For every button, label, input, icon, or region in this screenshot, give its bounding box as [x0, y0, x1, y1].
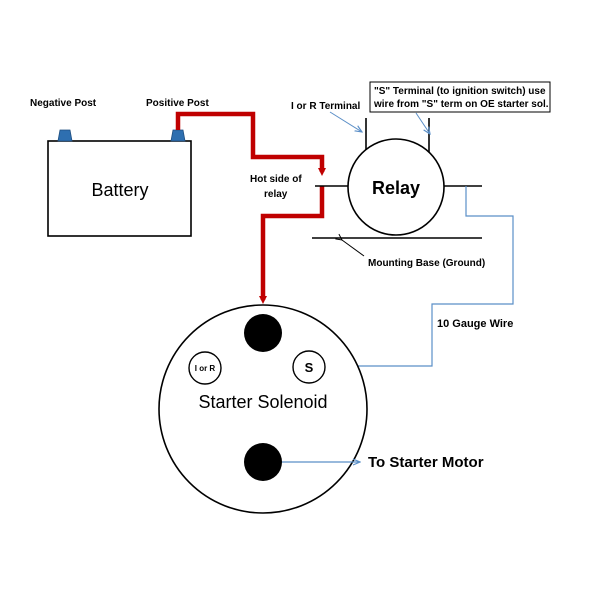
solenoid-i-or-r-terminal [188, 351, 222, 385]
positive-post-terminal [170, 129, 186, 142]
i-or-r-pointer [329, 111, 362, 132]
battery-body [47, 140, 192, 237]
gauge-wire-relay-to-solenoid [328, 186, 514, 366]
hot-side-label-line2: relay [264, 189, 288, 200]
relay-body [347, 138, 445, 236]
negative-post-terminal [57, 129, 73, 142]
s-terminal-note-box [369, 81, 551, 113]
mounting-base-label: Mounting Base (Ground) [368, 258, 485, 269]
relay-label: Relay [372, 178, 420, 198]
s-terminal-note-line1: "S" Terminal (to ignition switch) use [374, 86, 546, 97]
s-terminal-note-line2: wire from "S" term on OE starter sol. [373, 99, 549, 110]
negative-post-label: Negative Post [30, 98, 97, 109]
solenoid-s-terminal [292, 350, 326, 384]
hot-side-label-line1: Hot side of [250, 174, 302, 185]
solenoid-battery-stud [244, 314, 282, 352]
hot-wire-battery-to-relay [175, 111, 326, 176]
mounting-base-pointer [342, 240, 365, 257]
battery-label: Battery [91, 180, 148, 200]
solenoid-s-label: S [305, 360, 314, 375]
solenoid-motor-stud [244, 443, 282, 481]
gauge-wire-label: 10 Gauge Wire [437, 318, 513, 330]
positive-post-label: Positive Post [146, 98, 209, 109]
i-or-r-terminal-label: I or R Terminal [291, 101, 360, 112]
starter-solenoid-label: Starter Solenoid [198, 392, 327, 412]
to-starter-motor-label: To Starter Motor [368, 454, 484, 471]
hot-wire-relay-to-solenoid [259, 186, 325, 304]
s-terminal-pointer [415, 112, 430, 134]
solenoid-i-or-r-label: I or R [195, 364, 216, 373]
